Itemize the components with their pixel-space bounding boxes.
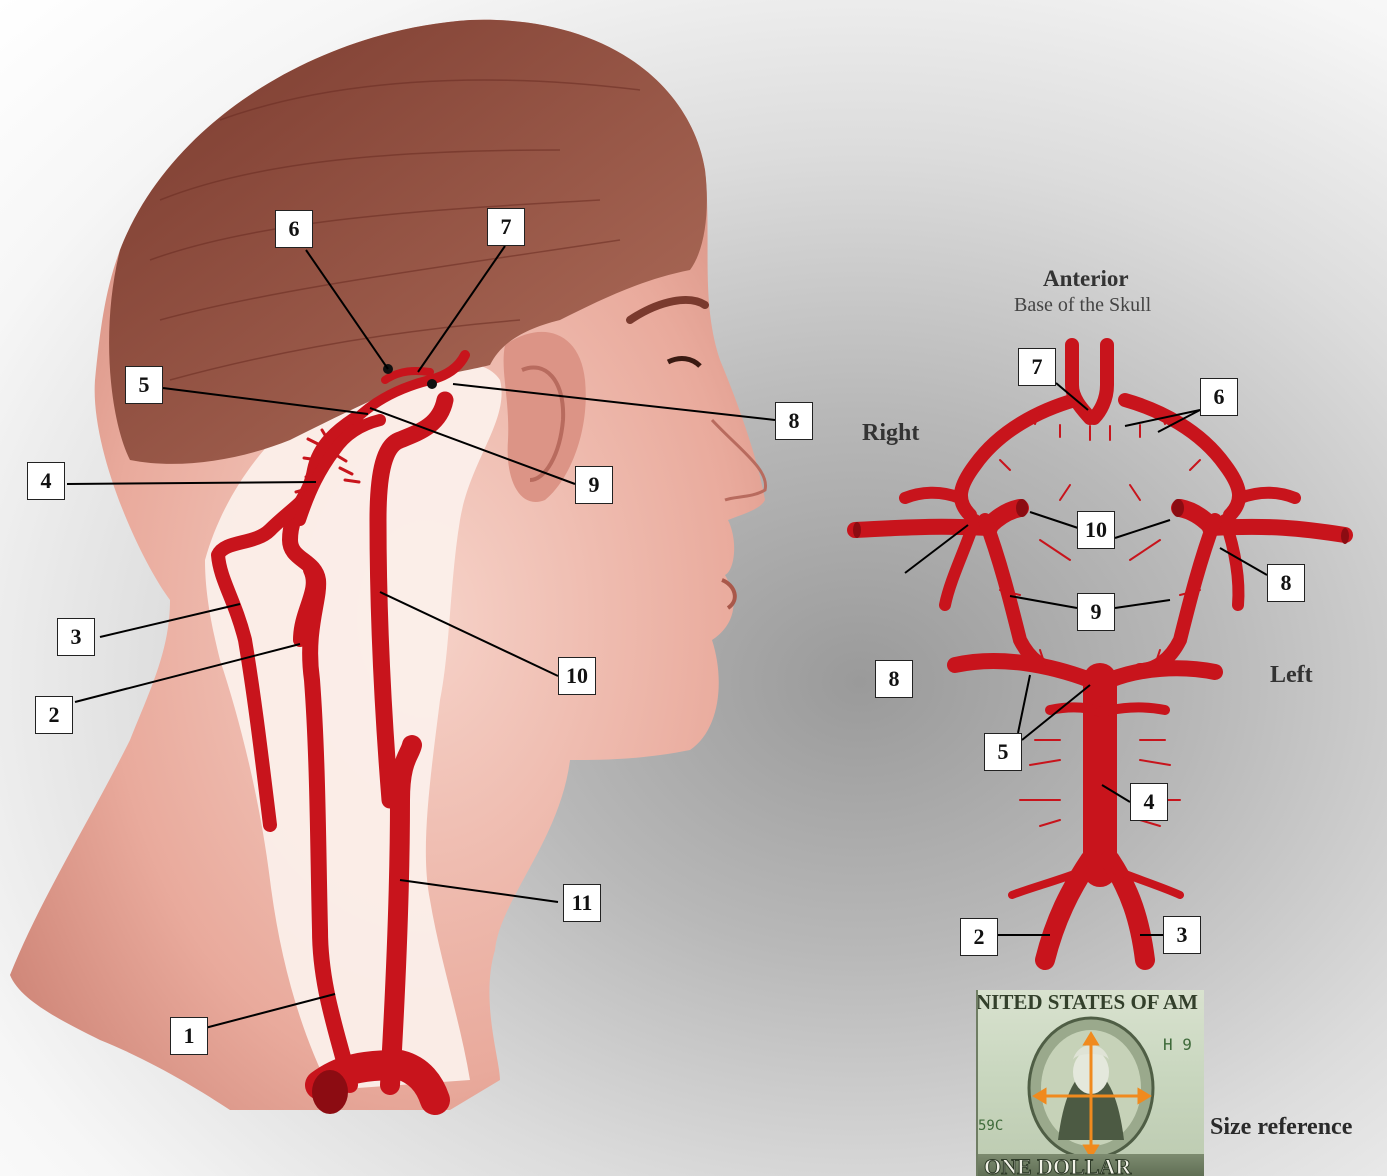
label-box: 6 — [275, 210, 313, 248]
label-box: 10 — [1077, 511, 1115, 549]
label-box: 9 — [1077, 593, 1115, 631]
right-side-label: Right — [862, 420, 919, 447]
label-box: 10 — [558, 657, 596, 695]
label-box: 11 — [563, 884, 601, 922]
svg-text:59C: 59C — [978, 1118, 1003, 1134]
label-box: 4 — [27, 462, 65, 500]
bill-portrait: H 9 59C — [978, 990, 1204, 1176]
bill-bottom-text: ONE DOLLAR — [978, 1154, 1204, 1176]
label-box: 2 — [35, 696, 73, 734]
label-box: 5 — [125, 366, 163, 404]
label-box: 7 — [1018, 348, 1056, 386]
label-box: 2 — [960, 918, 998, 956]
label-box: 3 — [57, 618, 95, 656]
size-reference-label: Size reference — [1210, 1114, 1352, 1141]
label-box: 7 — [487, 208, 525, 246]
label-box: 8 — [875, 660, 913, 698]
label-box: 9 — [575, 466, 613, 504]
svg-text:H 9: H 9 — [1163, 1035, 1192, 1054]
label-box: 8 — [775, 402, 813, 440]
dollar-bill-image: NITED STATES OF AM H 9 59C ONE DOLLAR — [976, 990, 1204, 1176]
circle-of-willis — [855, 345, 1345, 960]
label-box: 4 — [1130, 783, 1168, 821]
label-box: 6 — [1200, 378, 1238, 416]
label-box: 1 — [170, 1017, 208, 1055]
label-box: 8 — [1267, 564, 1305, 602]
label-box: 5 — [984, 733, 1022, 771]
base-of-skull-subtitle: Base of the Skull — [1014, 294, 1151, 317]
anterior-heading: Anterior — [1043, 266, 1129, 292]
label-box: 3 — [1163, 916, 1201, 954]
left-side-label: Left — [1270, 662, 1313, 689]
